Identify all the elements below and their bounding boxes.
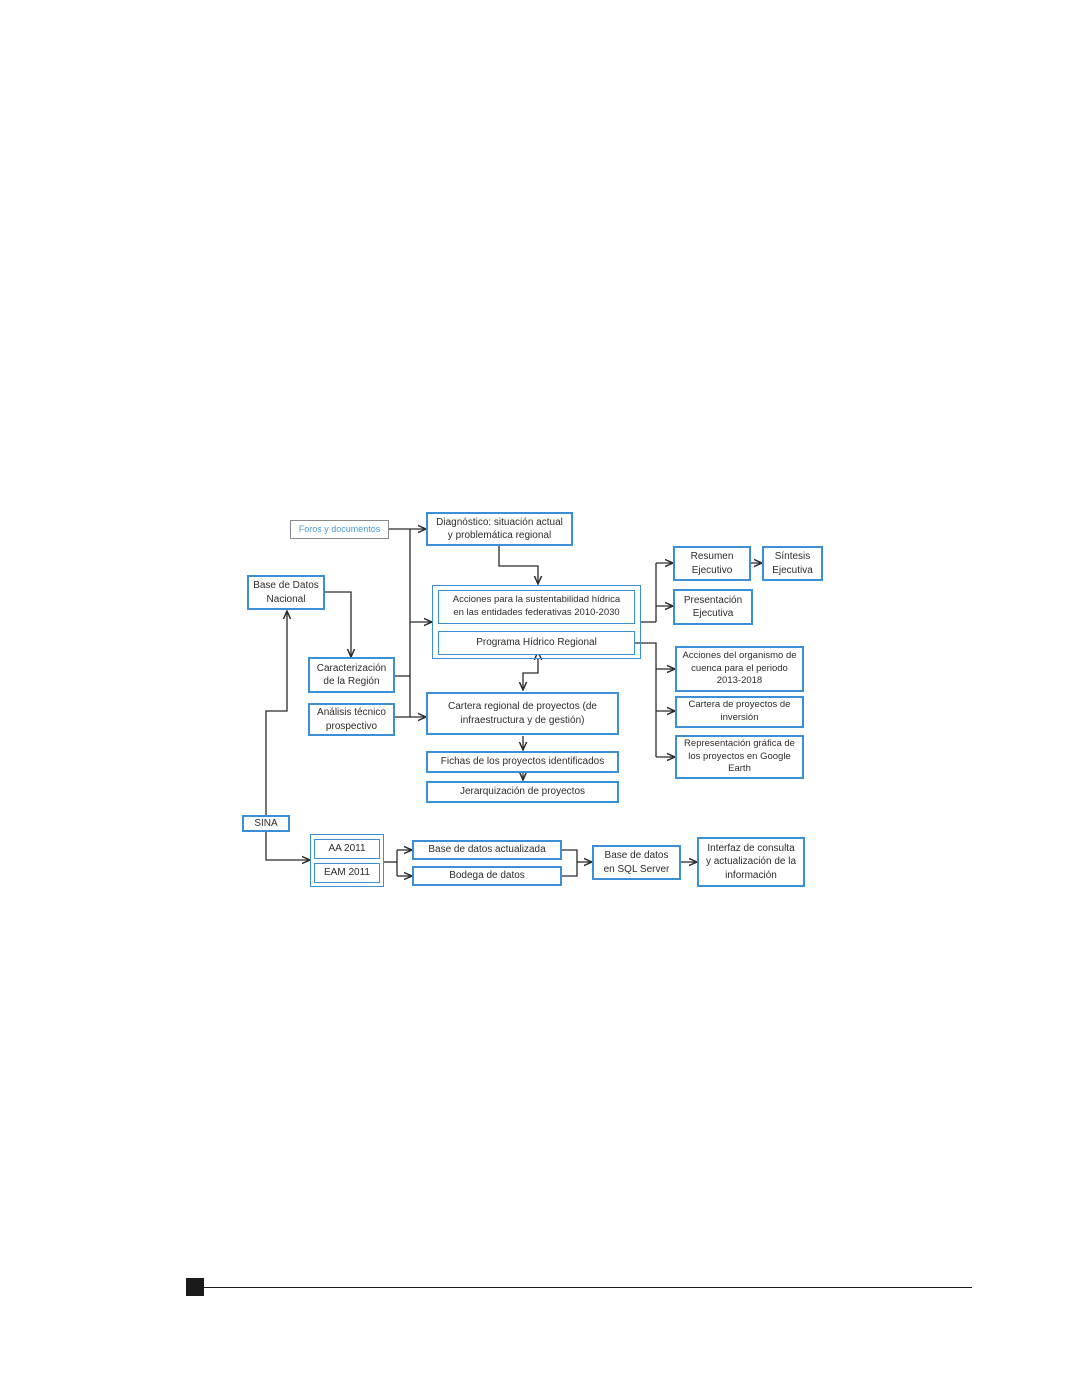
node-eam2011: EAM 2011 xyxy=(314,863,380,883)
node-representacion-grafica: Representación gráfica de los proyectos … xyxy=(675,735,804,779)
node-presentacion-ejecutiva: Presentación Ejecutiva xyxy=(673,589,753,625)
node-bodega: Bodega de datos xyxy=(412,866,562,886)
node-aa-eam-group xyxy=(310,834,384,887)
node-acciones-organismo: Acciones del organismo de cuenca para el… xyxy=(675,646,804,692)
node-analisis-tecnico: Análisis técnico prospectivo xyxy=(308,703,395,736)
edge-programa-cartera xyxy=(523,659,538,690)
node-sql-server: Base de datos en SQL Server xyxy=(592,845,681,880)
node-base-actualizada: Base de datos actualizada xyxy=(412,840,562,860)
node-interfaz: Interfaz de consulta y actualización de … xyxy=(697,837,805,887)
node-caracterizacion: Caracterización de la Región xyxy=(308,657,395,693)
node-sintesis-ejecutiva: Síntesis Ejecutiva xyxy=(762,546,823,581)
node-base-datos-nacional: Base de Datos Nacional xyxy=(247,575,325,610)
node-sina: SINA xyxy=(242,815,290,832)
edge-base-caracterizacion xyxy=(325,591,351,657)
node-diagnostico: Diagnóstico: situación actual y problemá… xyxy=(426,512,573,546)
node-fichas: Fichas de los proyectos identificados xyxy=(426,751,619,773)
edge-sina-aa xyxy=(265,832,310,860)
edge-merge xyxy=(562,849,578,877)
footer-marker xyxy=(186,1278,204,1296)
edge-programa-out xyxy=(635,642,657,757)
footer-rule xyxy=(204,1287,972,1288)
node-cartera-inversion: Cartera de proyectos de inversión xyxy=(675,696,804,728)
node-cartera-regional: Cartera regional de proyectos (de infrae… xyxy=(426,692,619,735)
node-programa-group xyxy=(432,585,641,659)
node-resumen-ejecutivo: Resumen Ejecutivo xyxy=(673,546,751,581)
node-foros: Foros y documentos xyxy=(290,520,389,539)
edge-sina-base xyxy=(265,611,287,815)
edge-diagnostico-acciones xyxy=(498,546,538,584)
node-aa2011: AA 2011 xyxy=(314,839,380,859)
node-programa-hidrico: Programa Hídrico Regional xyxy=(438,631,635,655)
node-acciones-sustentabilidad: Acciones para la sustentabilidad hídrica… xyxy=(438,590,635,624)
node-jerarquizacion: Jerarquización de proyectos xyxy=(426,781,619,803)
